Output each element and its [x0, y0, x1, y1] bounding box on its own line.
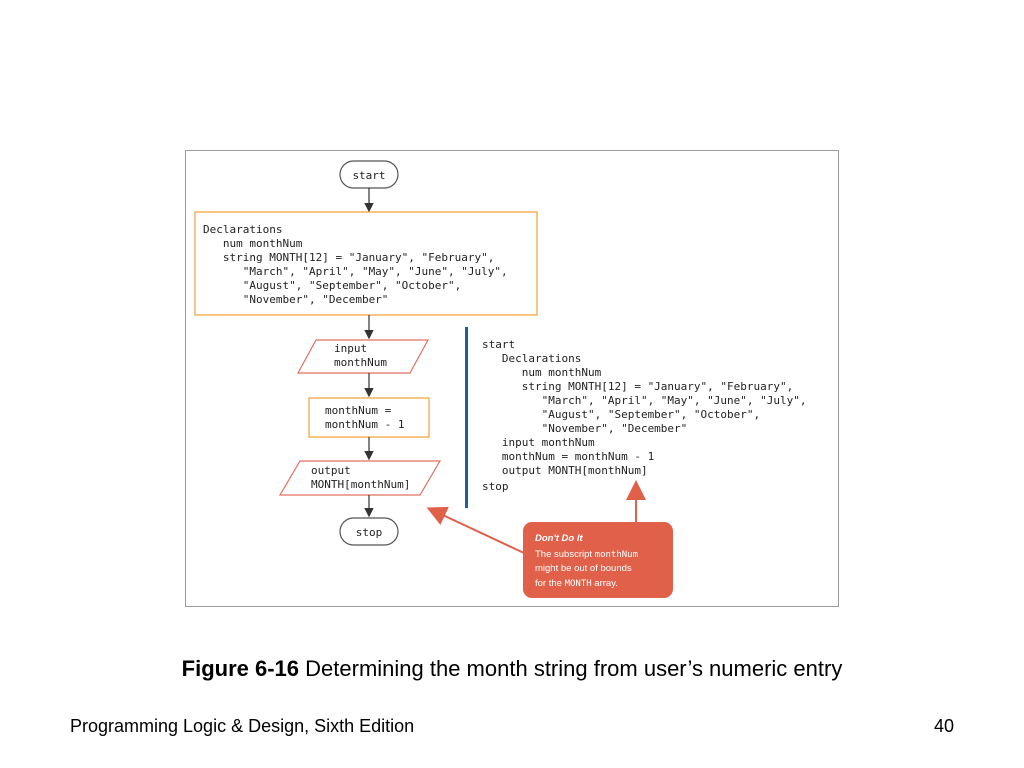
declarations-line: "March", "April", "May", "June", "July", [203, 265, 508, 278]
caption-text: Determining the month string from user’s… [299, 656, 843, 681]
callout-line3-prefix: for the [535, 578, 565, 589]
callout-line3-suffix: array. [592, 578, 618, 589]
pseudocode-line: stop [482, 480, 509, 493]
process-line: monthNum - 1 [325, 418, 404, 431]
stop-terminal [339, 517, 399, 546]
pseudocode-line: monthNum = monthNum - 1 [482, 450, 654, 463]
pseudocode-line: "November", "December" [482, 422, 687, 435]
declarations-line: num monthNum [203, 237, 303, 250]
output-line: MONTH[monthNum] [311, 478, 410, 491]
declarations-line: string MONTH[12] = "January", "February"… [203, 251, 494, 264]
input-line: monthNum [334, 356, 387, 369]
pseudocode-line: input monthNum [482, 436, 595, 449]
output-line: output [311, 464, 351, 477]
start-label: start [352, 169, 385, 182]
callout-line: for the MONTH array. [535, 578, 618, 589]
pseudocode-line: Declarations [482, 352, 581, 365]
input-line: input [334, 342, 367, 355]
declarations-line: "November", "December" [203, 293, 388, 306]
callout-line1-prefix: The subscript [535, 549, 595, 560]
process-line: monthNum = [325, 404, 392, 417]
book-title: Programming Logic & Design, Sixth Editio… [70, 716, 415, 736]
pseudocode-line: string MONTH[12] = "January", "February"… [482, 380, 793, 393]
stop-label: stop [356, 526, 383, 539]
pseudocode-line: start [482, 338, 515, 351]
pseudocode-line: "August", "September", "October", [482, 408, 760, 421]
callout-box [523, 522, 673, 598]
figure-label: Figure 6-16 [181, 656, 300, 681]
pseudocode-block: start Declarations num monthNum string M… [482, 338, 807, 493]
output-parallelogram [278, 460, 442, 496]
pseudocode-line: "March", "April", "May", "June", "July", [482, 394, 807, 407]
callout-arrow-to-flowchart [426, 506, 525, 554]
declarations-line: Declarations [203, 223, 282, 236]
declarations-line: "August", "September", "October", [203, 279, 461, 292]
callout-code-monthnum: monthNum [595, 550, 638, 560]
input-parallelogram [296, 339, 430, 374]
page-number: 40 [933, 716, 954, 736]
callout-code-month: MONTH [565, 579, 592, 589]
divider-bar [465, 327, 468, 508]
declarations-box [194, 211, 538, 316]
pseudocode-line: num monthNum [482, 366, 602, 379]
callout-line: The subscript monthNum [535, 549, 638, 560]
callout-line: might be out of bounds [535, 563, 632, 574]
pseudocode-line: output MONTH[monthNum] [482, 464, 648, 477]
callout-title: Don't Do It [535, 533, 583, 544]
figure-caption: Figure 6-16 Determining the month string… [0, 656, 1024, 682]
